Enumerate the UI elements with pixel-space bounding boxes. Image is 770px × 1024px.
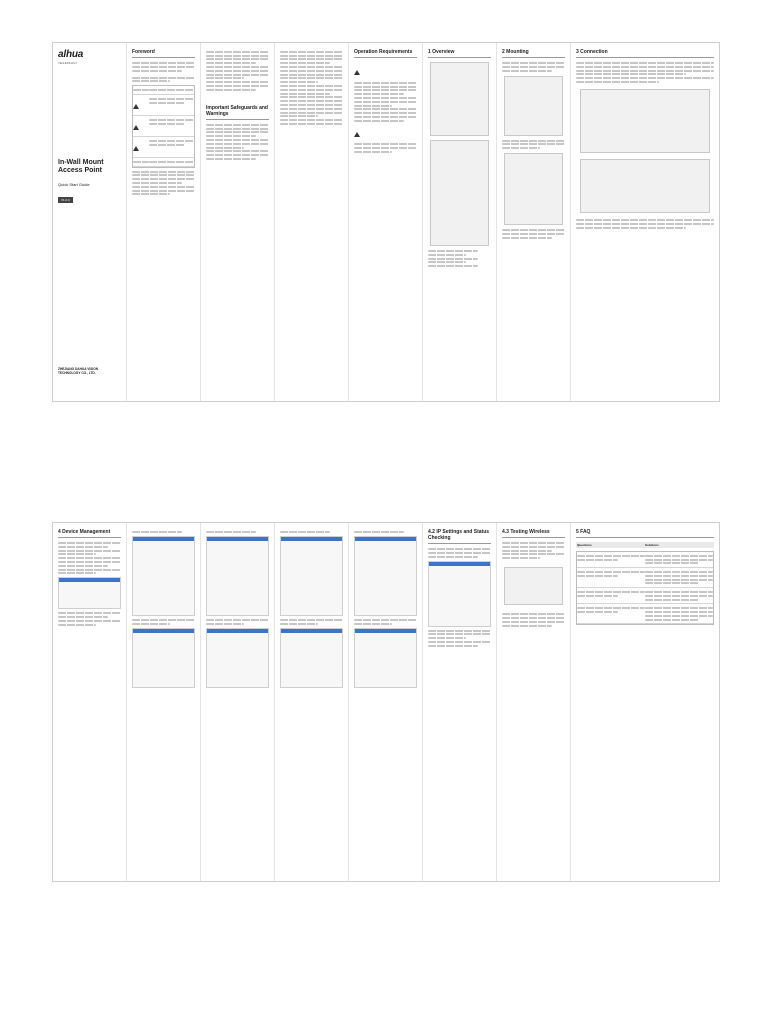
foreword-heading: Foreword	[132, 49, 195, 58]
connection-heading: 3 Connection	[576, 49, 714, 58]
wan-settings-screenshot	[354, 627, 417, 688]
password-screenshot	[132, 627, 195, 688]
login-screenshot	[58, 577, 121, 610]
setup-screenshot	[280, 627, 343, 688]
bottom-sheet: 4 Device Management 4.2 IP Settings and …	[52, 522, 720, 882]
warning-icon	[133, 103, 139, 109]
warning-icon	[354, 131, 360, 137]
document-title: In-Wall Mount Access Point	[58, 159, 104, 174]
mounting-drawing	[504, 75, 563, 136]
network-screenshot	[206, 535, 269, 616]
company-name: ZHEJIANG DAHUA VISION TECHNOLOGY CO., LT…	[58, 367, 99, 375]
testing-wireless-panel: 4.3 Testing Wireless	[497, 523, 571, 881]
wall-box-drawing	[504, 153, 563, 226]
overview-heading: 1 Overview	[428, 49, 491, 58]
faq-table-header: Questions Solutions	[576, 542, 714, 548]
ip-settings-heading: 4.2 IP Settings and Status Checking	[428, 529, 491, 544]
foreword-panel: Foreword	[127, 43, 201, 401]
web-login-screenshot	[132, 535, 195, 616]
lan-settings-screenshot	[354, 535, 417, 616]
ip-settings-panel: 4.2 IP Settings and Status Checking	[423, 523, 497, 881]
mounting-panel: 2 Mounting	[497, 43, 571, 401]
device-management-panel: 4 Device Management	[53, 523, 127, 881]
faq-panel: 5 FAQ Questions Solutions	[571, 523, 719, 881]
network-settings-panel	[349, 523, 423, 881]
wireless-screenshot	[206, 627, 269, 688]
testing-wireless-heading: 4.3 Testing Wireless	[502, 529, 565, 538]
dahua-logo: alhua TECHNOLOGY	[58, 49, 84, 65]
device-management-heading: 4 Device Management	[58, 529, 121, 538]
login-steps-panel	[127, 523, 201, 881]
rear-view-drawing	[430, 140, 489, 246]
warning-icon	[354, 70, 360, 75]
operation-requirements-panel: Operation Requirements	[349, 43, 423, 401]
gateway-ap-diagram	[504, 567, 563, 606]
cover-panel: alhua TECHNOLOGY In-Wall Mount Access Po…	[53, 43, 127, 401]
faq-table	[576, 551, 714, 626]
warning-icon	[133, 145, 139, 151]
operation-requirements-heading: Operation Requirements	[354, 49, 417, 58]
overview-panel: 1 Overview	[423, 43, 497, 401]
connection-panel: 3 Connection	[571, 43, 719, 401]
connection-diagram-switch	[580, 158, 710, 213]
warning-icon	[133, 124, 139, 130]
faq-heading: 5 FAQ	[576, 529, 714, 538]
top-sheet: alhua TECHNOLOGY In-Wall Mount Access Po…	[52, 42, 720, 402]
mounting-heading: 2 Mounting	[502, 49, 565, 58]
version-badge: V1.0.0	[58, 197, 73, 204]
ip-settings-screenshot	[428, 560, 491, 627]
country-region-panel	[275, 523, 349, 881]
faq-solutions-header: Solutions	[645, 543, 659, 547]
document-subtitle: Quick Start Guide	[58, 182, 90, 188]
signal-words-table	[132, 85, 195, 168]
connection-diagram-wall	[580, 88, 710, 153]
front-view-drawing	[430, 62, 489, 136]
safeguards-heading: Important Safeguards and Warnings	[206, 105, 269, 120]
country-region-screenshot	[280, 535, 343, 616]
foreword-continued-panel: Important Safeguards and Warnings	[201, 43, 275, 401]
safeguards-panel	[275, 43, 349, 401]
login-steps-continued-panel	[201, 523, 275, 881]
faq-questions-header: Questions	[577, 543, 592, 547]
